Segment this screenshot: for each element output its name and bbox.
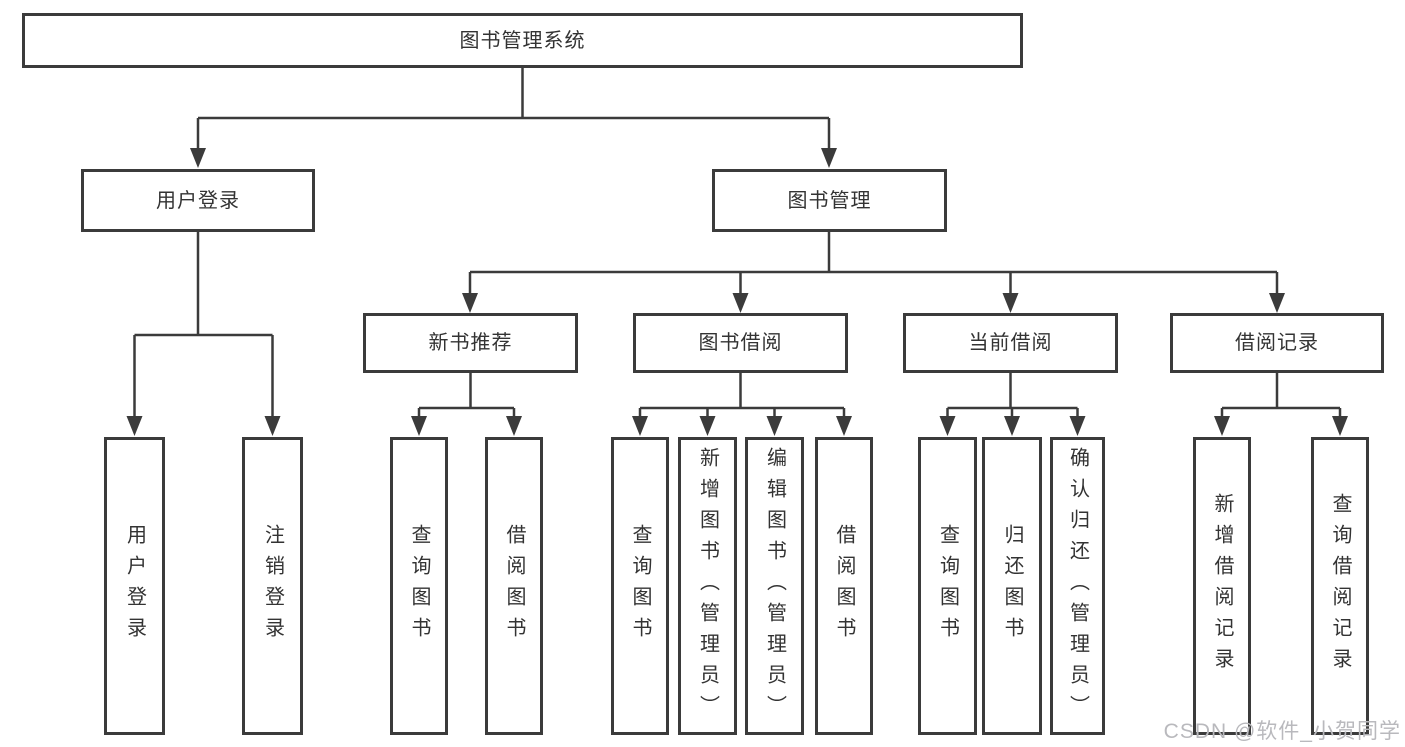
node-leaf-borrow-book: 借阅图书 [815,437,873,735]
connector-mgmt-to-level3 [468,232,1279,296]
node-label: 新增图书（管理员） [696,446,719,726]
node-leaf-confirm-return-admin: 确认归还（管理员） [1050,437,1105,735]
node-label: 注销登录 [261,524,284,648]
node-label: 新增借阅记录 [1211,493,1233,679]
node-leaf-query-book-borrow: 查询图书 [611,437,669,735]
node-library-system: 图书管理系统 [22,13,1023,68]
node-leaf-query-book-recommend: 查询图书 [390,437,448,735]
node-leaf-add-borrow-record: 新增借阅记录 [1193,437,1251,735]
node-book-management: 图书管理 [712,169,947,232]
node-borrow-records: 借阅记录 [1170,313,1384,373]
connector-login-to-leaves [133,232,274,419]
connector-rec-to-leaves [417,373,516,420]
node-label: 查询图书 [936,524,959,648]
node-current-borrow: 当前借阅 [903,313,1118,373]
node-label: 图书管理 [787,189,872,212]
node-label: 图书管理系统 [459,29,586,52]
connector-current-to-leaves [946,373,1079,420]
node-leaf-add-book-admin: 新增图书（管理员） [678,437,737,735]
node-leaf-edit-book-admin: 编辑图书（管理员） [745,437,804,735]
node-label: 用户登录 [156,189,240,212]
csdn-watermark: CSDN @软件_小贺同学 [1163,720,1401,743]
node-label: 当前借阅 [968,332,1053,354]
node-label: 借阅图书 [833,524,855,648]
connector-records-to-leaves [1220,373,1342,420]
node-leaf-query-book-current: 查询图书 [918,437,977,735]
node-label: 新书推荐 [428,332,513,354]
node-label: 查询图书 [629,524,651,648]
connector-root-to-level2 [196,68,831,151]
node-label: 图书借阅 [698,332,783,354]
node-label: 查询图书 [408,524,430,648]
node-leaf-query-borrow-record: 查询借阅记录 [1311,437,1369,735]
node-leaf-return-book: 归还图书 [982,437,1042,735]
node-user-login: 用户登录 [81,169,315,232]
node-label: 确认归还（管理员） [1066,446,1089,726]
node-label: 编辑图书（管理员） [763,446,786,726]
node-book-borrow: 图书借阅 [633,313,848,373]
connector-borrow-to-leaves [638,373,846,420]
node-label: 归还图书 [1001,524,1023,648]
node-label: 借阅记录 [1235,332,1319,354]
node-leaf-borrow-book-recommend: 借阅图书 [485,437,543,735]
node-label: 用户登录 [123,524,146,648]
node-leaf-user-login: 用户登录 [104,437,165,735]
node-label: 查询借阅记录 [1329,493,1351,679]
node-leaf-logout: 注销登录 [242,437,303,735]
node-label: 借阅图书 [503,524,525,648]
node-new-book-recommend: 新书推荐 [363,313,578,373]
